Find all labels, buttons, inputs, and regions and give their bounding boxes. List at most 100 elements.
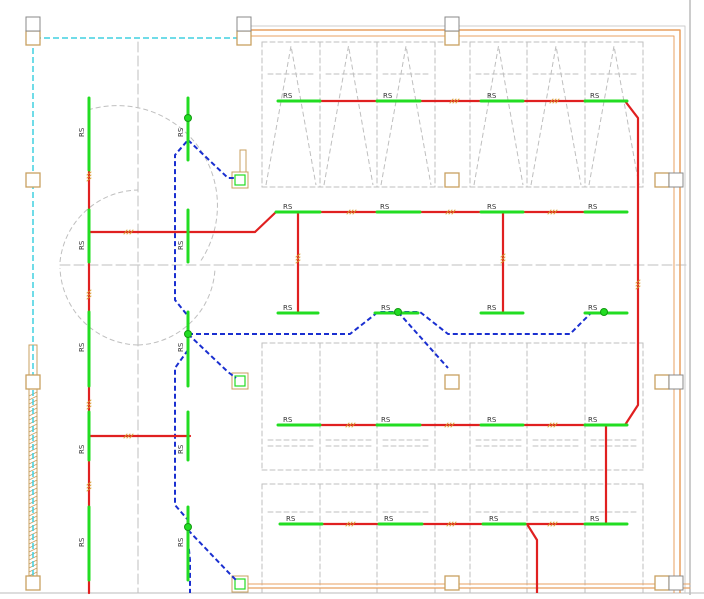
circuit-marker <box>547 209 552 215</box>
fixture-label: RS <box>78 342 86 352</box>
fixture-label: RS <box>383 92 393 100</box>
grid-bubble <box>236 16 252 32</box>
circuit-marker <box>129 229 134 235</box>
circuit-marker <box>345 422 350 428</box>
circuit-marker <box>126 229 131 235</box>
circuit-marker <box>550 521 555 527</box>
fixture-labels: RS RS RS RS RS RS RS RS RS RS RS RS RS RS RS RS RS RS RS RS… <box>78 92 600 547</box>
door-swing-icon <box>59 189 139 263</box>
circuit-marker <box>455 98 460 104</box>
circuit-marker <box>555 98 560 104</box>
circuit-marker <box>450 422 455 428</box>
fixture-label: RS <box>78 127 86 137</box>
column-square-icon <box>654 374 670 390</box>
cyan-boundary <box>32 37 244 585</box>
fixture-label: RS <box>78 444 86 454</box>
hatch-line <box>28 395 38 401</box>
circuit-marker <box>452 98 457 104</box>
parking-grid <box>59 41 691 594</box>
fixture-label: RS <box>588 416 598 424</box>
circuit-marker <box>553 422 558 428</box>
column-square-icon <box>654 172 670 188</box>
circuit-marker <box>500 256 506 261</box>
wall-switch-icon <box>239 149 247 173</box>
fixture-label: RS <box>283 416 293 424</box>
wall-switch-icon <box>234 174 246 186</box>
door-swing-icon <box>87 105 218 263</box>
column-square-icon <box>444 172 460 188</box>
fixture-label: RS <box>381 416 391 424</box>
hatch-line <box>28 511 38 517</box>
circuit-marker <box>553 209 558 215</box>
circuit-marker <box>549 98 554 104</box>
fixture-label: RS <box>381 304 391 312</box>
fixture-label: RS <box>487 304 497 312</box>
circuit-marker <box>446 521 451 527</box>
circuit-marker <box>447 422 452 428</box>
fixture-label: RS <box>286 515 296 523</box>
wall-switch-icon <box>234 375 246 387</box>
fixture-label: RS <box>590 92 600 100</box>
circuit-marker <box>352 209 357 215</box>
circuit-marker <box>445 209 450 215</box>
wall-inner <box>250 35 675 593</box>
circuit-marker <box>550 422 555 428</box>
column-square-icon <box>25 374 41 390</box>
junction-node-icon <box>394 308 402 316</box>
fixture-label: RS <box>487 416 497 424</box>
fixture-label: RS <box>177 444 185 454</box>
circuit-marker <box>295 253 301 258</box>
fixture-label: RS <box>177 342 185 352</box>
column-square-icon <box>25 575 41 591</box>
blue-branch-switch2 <box>187 333 237 379</box>
circuit-marker <box>86 487 92 492</box>
junction-node-icon <box>184 523 192 531</box>
column-square-icon <box>444 374 460 390</box>
circuit-marker <box>552 98 557 104</box>
fixture-label: RS <box>177 537 185 547</box>
blue-branch-switch3 <box>187 529 237 581</box>
wall-switch-icon <box>231 171 249 189</box>
column-square-icon <box>654 575 670 591</box>
fixture-label: RS <box>588 304 598 312</box>
circuit-marker <box>86 177 92 182</box>
wall-switch-icon <box>234 578 246 590</box>
circuit-marker <box>86 484 92 489</box>
circuit-marker <box>349 209 354 215</box>
circuit-marker <box>86 399 92 404</box>
circuit-marker <box>86 402 92 407</box>
circuit-marker <box>345 521 350 527</box>
hatch-line <box>28 539 38 545</box>
circuit-marker <box>86 171 92 176</box>
column-square-icon <box>444 575 460 591</box>
column-square-icon <box>25 30 41 46</box>
junction-node-icon <box>184 330 192 338</box>
circuit-marker <box>449 98 454 104</box>
bay-ramp-mark <box>588 45 640 186</box>
circuit-marker <box>86 405 92 410</box>
circuit-marker <box>500 259 506 264</box>
fixture-label: RS <box>489 515 499 523</box>
circuit-marker <box>452 521 457 527</box>
circuit-marker <box>500 253 506 258</box>
fixture-label: RS <box>283 304 293 312</box>
circuit-marker <box>86 289 92 294</box>
blue-route-main <box>188 311 591 335</box>
circuit-marker <box>635 285 641 290</box>
bay-ramp-mark <box>473 45 524 186</box>
circuit-marker <box>126 433 131 439</box>
fixture-label: RS <box>487 203 497 211</box>
blue-branch-mid <box>397 311 449 369</box>
grid-bubble <box>25 16 41 32</box>
fixture-label: RS <box>78 240 86 250</box>
hatch-line <box>28 439 38 445</box>
circuit-marker <box>86 295 92 300</box>
fixture-label: RS <box>487 92 497 100</box>
grid-bubble <box>668 172 684 188</box>
circuit-marker <box>448 209 453 215</box>
circuit-marker <box>86 174 92 179</box>
circuit-marker <box>635 282 641 287</box>
wall-switch-icon <box>231 575 249 593</box>
